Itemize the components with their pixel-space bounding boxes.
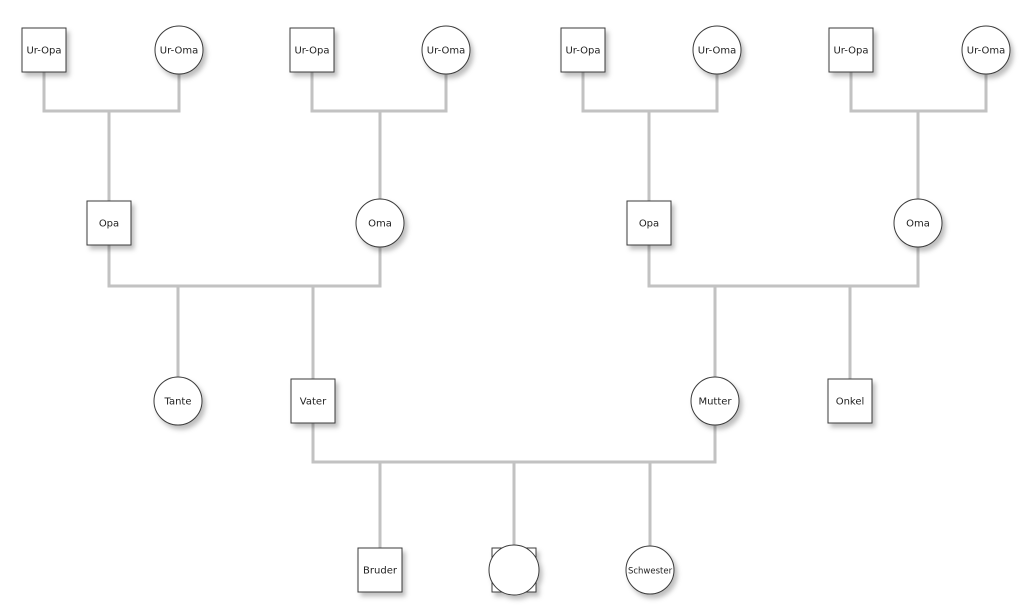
person-ur-oma-1: Ur-Oma [154,25,204,75]
person-label: Vater [300,397,327,408]
person-label: Onkel [836,397,865,408]
female-symbol [893,198,943,248]
person-label: Tante [164,397,192,408]
person-label: Mutter [698,397,732,408]
female-symbol [625,545,675,595]
person-ur-oma-3: Ur-Oma [692,25,742,75]
person-label: Bruder [363,566,398,577]
male-symbol [626,200,672,246]
person-label: Opa [99,219,119,230]
person-bruder: Bruder [357,547,403,593]
person-label: Oma [906,219,930,230]
female-symbol [692,25,742,75]
person-label: Ur-Oma [427,46,465,57]
female-symbol [153,376,203,426]
person-label: Ur-Oma [967,46,1005,57]
female-symbol [421,25,471,75]
person-ur-oma-4: Ur-Oma [961,25,1011,75]
person-label: Ur-Opa [26,46,61,57]
circle-symbol [488,544,540,596]
person-label: Ur-Oma [698,46,736,57]
person-opa-paternal: Opa [86,200,132,246]
person-label: Ur-Oma [160,46,198,57]
person-ur-opa-1: Ur-Opa [21,27,67,73]
person-onkel: Onkel [827,378,873,424]
male-symbol [289,27,335,73]
connector-lines [42,48,988,572]
person-label: Schwester [628,567,673,577]
male-symbol [560,27,606,73]
person-label: Oma [368,219,392,230]
female-symbol [355,198,405,248]
person-oma-paternal: Oma [355,198,405,248]
male-symbol [290,378,336,424]
female-symbol [961,25,1011,75]
male-symbol [86,200,132,246]
male-symbol [21,27,67,73]
person-nodes: Ur-Opa Ur-Oma Ur-Opa Ur-Oma Ur-Opa Ur-Oma Ur-O… [21,25,1011,596]
person-label: Ur-Opa [294,46,329,57]
person-vater: Vater [290,378,336,424]
person-tante: Tante [153,376,203,426]
person-label: Opa [639,219,659,230]
person-opa-maternal: Opa [626,200,672,246]
person-ur-opa-2: Ur-Opa [289,27,335,73]
person-mutter: Mutter [690,376,740,426]
male-symbol [827,378,873,424]
female-symbol [154,25,204,75]
person-label: Ur-Opa [833,46,868,57]
person-oma-maternal: Oma [893,198,943,248]
person-label: Ur-Opa [565,46,600,57]
person-schwester: Schwester [625,545,675,595]
male-symbol [828,27,874,73]
female-symbol [690,376,740,426]
person-self [488,544,540,596]
person-ur-opa-4: Ur-Opa [828,27,874,73]
person-ur-opa-3: Ur-Opa [560,27,606,73]
male-symbol [357,547,403,593]
person-ur-oma-2: Ur-Oma [421,25,471,75]
